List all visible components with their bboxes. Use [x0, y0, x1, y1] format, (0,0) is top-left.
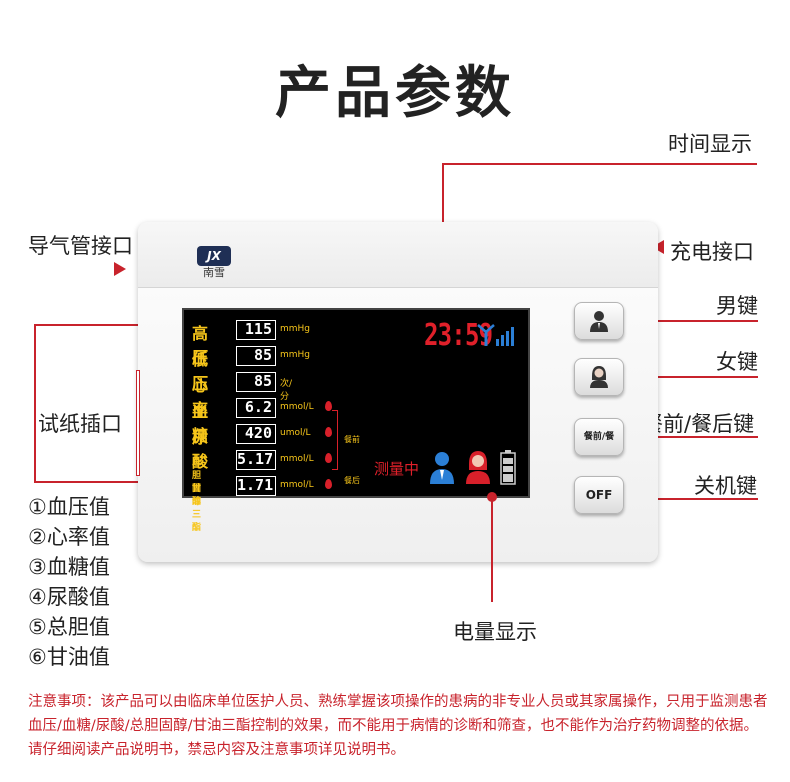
feature-item: ⑤总胆值 [28, 615, 110, 639]
drop-icon [325, 479, 332, 489]
lcd-screen: 23:59 高压 115 mmHg 低压 85 mmHg 心率 85 次/分 血… [182, 308, 530, 533]
label-time-display: 时间显示 [668, 132, 752, 156]
row-label: 低压 [192, 350, 209, 393]
leader-line-power [618, 498, 758, 500]
label-meal-key: 餐前/餐后键 [642, 412, 755, 436]
unit-label: 次/分 [280, 379, 293, 402]
arrow-right-icon [114, 262, 126, 276]
feature-item: ②心率值 [28, 525, 110, 549]
battery-icon [500, 450, 516, 485]
male-button[interactable] [574, 302, 624, 340]
drop-icon [325, 427, 332, 437]
leader-line-time [442, 163, 757, 165]
value-box: 1.71 [236, 476, 276, 496]
brand-logo: JX 南雪 [190, 246, 238, 282]
logo-mark: JX [197, 246, 231, 266]
off-button[interactable]: OFF [574, 476, 624, 514]
measuring-status: 测量中 [374, 460, 420, 478]
unit-label: mmHg [280, 324, 311, 334]
value-box: 115 [236, 320, 276, 340]
row-label: 总胆固醇 [192, 458, 202, 507]
page-title: 产品参数 [275, 61, 515, 126]
label-male-key: 男键 [716, 294, 758, 318]
female-button[interactable] [574, 358, 624, 396]
female-user-icon [466, 451, 490, 484]
feature-item: ④尿酸值 [28, 585, 110, 609]
label-battery-display: 电量显示 [453, 620, 537, 644]
meal-bracket [332, 410, 338, 470]
row-label: 心率 [192, 376, 209, 419]
drop-icon [325, 453, 332, 463]
value-box: 85 [236, 346, 276, 366]
feature-item: ⑥甘油值 [28, 645, 110, 669]
device-top-panel: JX 南雪 [138, 222, 658, 288]
value-box: 5.17 [236, 450, 276, 470]
unit-label: mmol/L [280, 480, 314, 490]
leader-line-male [618, 320, 758, 322]
unit-label: umol/L [280, 428, 311, 438]
strip-slot [136, 370, 140, 476]
logo-text: 南雪 [203, 266, 225, 279]
value-box: 420 [236, 424, 276, 444]
label-power-key: 关机键 [694, 474, 757, 498]
after-meal-label: 餐后 [344, 476, 360, 485]
feature-item: ①血压值 [28, 495, 110, 519]
row-label: 尿酸 [192, 428, 209, 471]
value-box: 85 [236, 372, 276, 392]
feature-item: ③血糖值 [28, 555, 110, 579]
female-icon [590, 366, 608, 388]
leader-line-female [618, 376, 758, 378]
leader-line-battery [491, 496, 493, 602]
before-meal-label: 餐前 [344, 435, 360, 444]
bracket-left [34, 324, 36, 482]
feature-list: ①血压值 ②心率值 ③血糖值 ④尿酸值 ⑤总胆值 ⑥甘油值 [28, 492, 110, 672]
bracket-top [34, 324, 158, 326]
label-air-port: 导气管接口 [28, 234, 133, 258]
device-body: JX 南雪 23:59 高压 115 mmHg 低压 85 mmHg 心率 [136, 222, 658, 562]
signal-icon [477, 324, 514, 346]
row-label: 高压 [192, 324, 209, 367]
male-icon [590, 311, 608, 332]
value-box: 6.2 [236, 398, 276, 418]
row-label: 血糖 [192, 402, 209, 445]
unit-label: mmHg [280, 350, 311, 360]
leader-line-meal [618, 436, 758, 438]
label-female-key: 女键 [716, 350, 758, 374]
label-charge-port: 充电接口 [670, 240, 754, 264]
label-strip-port: 试纸插口 [38, 408, 124, 438]
unit-label: mmol/L [280, 454, 314, 464]
time-readout: 23:59 [424, 318, 493, 353]
notice-text: 注意事项：该产品可以由临床单位医护人员、熟练掌握该项操作的患病的非专业人员或其家… [28, 694, 768, 758]
row-label: 甘油三酯 [192, 484, 202, 533]
drop-icon [325, 401, 332, 411]
meal-toggle-button[interactable]: 餐前/餐 [574, 418, 624, 456]
bracket-bottom [34, 481, 158, 483]
unit-label: mmol/L [280, 402, 314, 412]
male-user-icon [430, 452, 454, 484]
